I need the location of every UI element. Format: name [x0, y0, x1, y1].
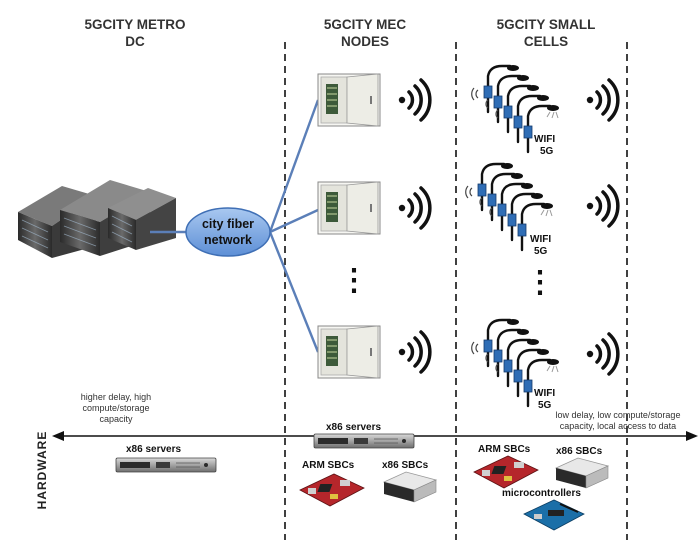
datacenter-racks-icon [18, 180, 176, 258]
mec-cabinet-3-icon [317, 325, 381, 379]
cell-wifi-1-icon [585, 78, 620, 122]
mec-wifi-1-icon [397, 78, 432, 122]
microcontrollers-label: microcontrollers [502, 488, 581, 499]
network-label-line2: network [204, 233, 252, 247]
cell-tags: WIFI 5G WIFI 5G WIFI 5G [530, 134, 555, 411]
mec-nodes-title-line1: 5GCITY MEC [323, 17, 407, 32]
metro-servers-label: x86 servers [126, 444, 182, 455]
link-to-mec-2 [269, 208, 319, 234]
hardware-label-text: HARDWARE [35, 430, 49, 510]
city-fiber-network: city fiber network [185, 207, 271, 257]
small-cells-title: 5GCITY SMALL CELLS [466, 16, 626, 50]
right-note-line2: capacity, local access to data [559, 421, 677, 431]
cell-1-wifi-tag: WIFI [534, 134, 555, 145]
right-note-line1: low delay, low compute/storage [555, 410, 681, 420]
link-to-mec-3 [268, 231, 320, 353]
mec-ellipsis: ⋮ [339, 264, 369, 297]
cell-x86-sbcs-label: x86 SBCs [556, 446, 603, 457]
cell-wifi-3-icon [585, 332, 620, 376]
network-label-line1: city fiber [202, 217, 254, 231]
mec-wifi-3-icon [397, 330, 432, 374]
cell-2-wifi-tag: WIFI [530, 234, 551, 245]
mec-cabinet-1-icon [317, 73, 381, 127]
fiber-links [150, 99, 320, 353]
cell-2-5g-tag: 5G [534, 246, 548, 257]
mec-nodes-title-line2: NODES [340, 34, 389, 49]
mec-servers-label: x86 servers [326, 422, 382, 433]
metro-dc-title: 5GCITY METRO DC [60, 16, 210, 50]
small-cells-title-line1: 5GCITY SMALL [496, 17, 596, 32]
cell-arm-board-icon [473, 455, 539, 489]
metro-dc-title-line1: 5GCITY METRO [84, 17, 186, 32]
mec-x86-server-icon [313, 433, 415, 449]
metro-x86-server-icon [115, 457, 217, 473]
mec-x86-sbc-icon [383, 471, 437, 503]
metro-dc-title-line2: DC [125, 34, 145, 49]
mec-x86-sbcs-label: x86 SBCs [382, 460, 429, 471]
mec-nodes-title: 5GCITY MEC NODES [290, 16, 440, 50]
hardware-section-label: HARDWARE [30, 420, 54, 520]
left-axis-note: higher delay, high compute/storage capac… [56, 392, 176, 425]
right-axis-note: low delay, low compute/storage capacity,… [538, 410, 698, 432]
left-note-line3: capacity [99, 414, 133, 424]
mec-arm-board-icon [299, 473, 365, 507]
cell-arm-sbcs-label: ARM SBCs [478, 444, 531, 455]
mec-cabinet-2-icon [317, 181, 381, 235]
mec-wifi-2-icon [397, 186, 432, 230]
mec-arm-sbcs-label: ARM SBCs [302, 460, 355, 471]
small-cells-title-line2: CELLS [523, 34, 569, 49]
cell-1-5g-tag: 5G [540, 146, 554, 157]
cell-x86-sbc-icon [555, 457, 609, 489]
cell-3-5g-tag: 5G [538, 400, 552, 411]
cell-wifi-2-icon [585, 184, 620, 228]
cell-3-wifi-tag: WIFI [534, 388, 555, 399]
left-note-line2: compute/storage [82, 403, 150, 413]
arduino-icon [523, 499, 585, 531]
link-to-mec-1 [268, 99, 320, 233]
left-note-line1: higher delay, high [80, 392, 152, 402]
cells-ellipsis: ⋮ [525, 266, 555, 299]
